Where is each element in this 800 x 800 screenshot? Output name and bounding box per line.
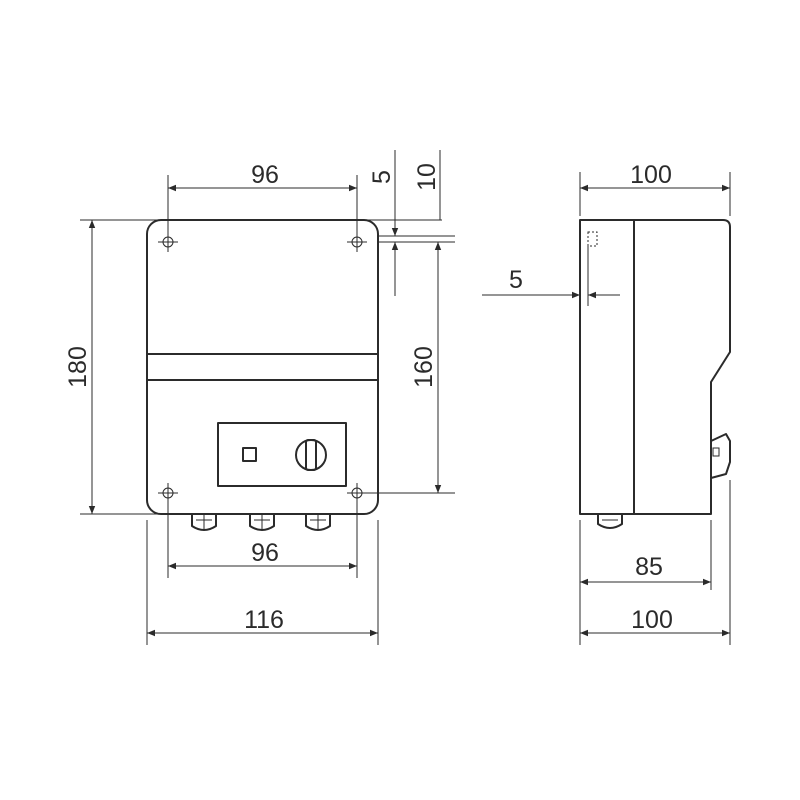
dim-side-wall-offset: 5 [482, 266, 620, 299]
dim-label-front-height-total: 180 [64, 346, 92, 388]
dim-label-front-top-offset: 5 [368, 170, 396, 184]
side-knob [710, 433, 731, 479]
dim-front-total-width: 116 [146, 520, 379, 645]
dim-label-front-bottom-hole-spacing: 96 [251, 539, 279, 567]
dim-front-top-offsets: 5 10 [357, 150, 455, 296]
dim-label-front-top-width: 96 [251, 161, 279, 189]
front-view [146, 219, 379, 531]
side-latch-hint [587, 231, 598, 247]
dim-label-side-wall-offset: 5 [509, 266, 523, 294]
dim-side-total-depth: 100 [580, 480, 731, 645]
dim-front-bottom-hole-spacing: 96 [167, 498, 358, 578]
dim-label-front-total-width: 116 [244, 606, 284, 634]
dim-side-top-depth: 100 [579, 161, 731, 216]
dim-front-hole-spacing-vertical: 160 [362, 242, 455, 494]
dim-label-front-hole-spacing-vertical: 160 [410, 346, 438, 388]
dim-front-height-total: 180 [64, 219, 160, 515]
dim-front-top-width: 96 [167, 161, 358, 238]
cable-gland-middle [249, 514, 275, 531]
dim-label-front-top-offset-total: 10 [413, 163, 441, 191]
dim-side-base-depth: 85 [579, 520, 712, 645]
cable-gland-right [305, 514, 331, 531]
front-cover-band [146, 353, 379, 381]
dim-label-side-total-depth: 100 [631, 606, 673, 634]
dim-label-side-base-depth: 85 [635, 553, 663, 581]
cable-gland-left [191, 514, 217, 531]
control-panel [217, 422, 347, 487]
indicator-lamp [242, 447, 257, 462]
rotary-knob-icon [295, 439, 327, 471]
side-cable-gland [597, 514, 623, 529]
side-enclosure-outline [579, 219, 731, 515]
side-view [579, 219, 731, 529]
dim-label-side-top-depth: 100 [630, 161, 672, 189]
